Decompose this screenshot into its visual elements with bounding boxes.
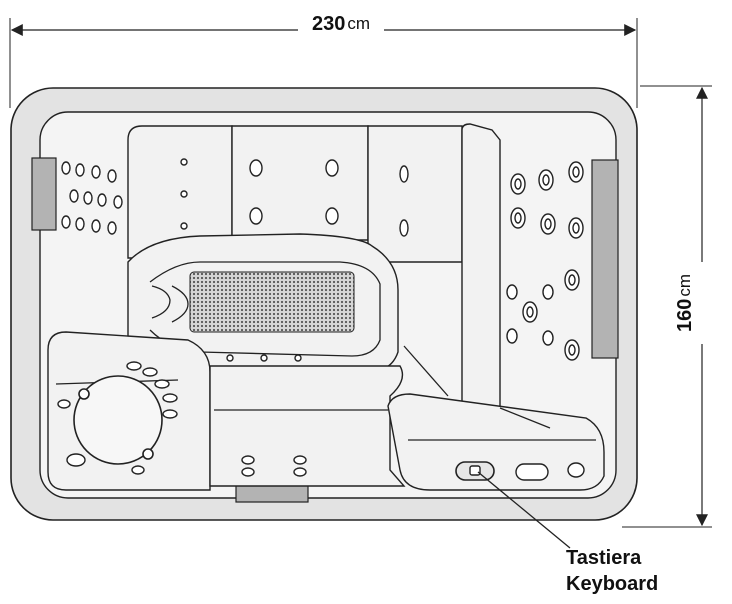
jets-left-seat [61,161,123,235]
callout-leader-line [477,471,571,549]
lounger-mesh [189,271,355,333]
headrest-pillow-left [31,157,57,231]
headrest-pillow-right [591,159,619,359]
lounger-head-curve [151,285,171,319]
rotating-jet-disc [73,375,163,465]
width-unit: cm [347,14,370,33]
width-value: 230 [312,13,345,35]
jets-right-wall [506,161,584,361]
keyboard-callout: Tastiera Keyboard [477,471,658,595]
height-label: 160cm [674,274,696,332]
callout-label-italian: Tastiera [566,547,642,569]
footwell [209,354,406,487]
height-unit: cm [675,274,694,297]
jets-upper-seats [180,158,409,237]
callout-label-english: Keyboard [566,573,658,595]
height-dimension: 160cm [622,85,712,528]
corner-seat-left [47,331,211,491]
step-bench-right [387,345,605,491]
lounger [127,233,399,373]
height-value: 160 [674,299,696,332]
